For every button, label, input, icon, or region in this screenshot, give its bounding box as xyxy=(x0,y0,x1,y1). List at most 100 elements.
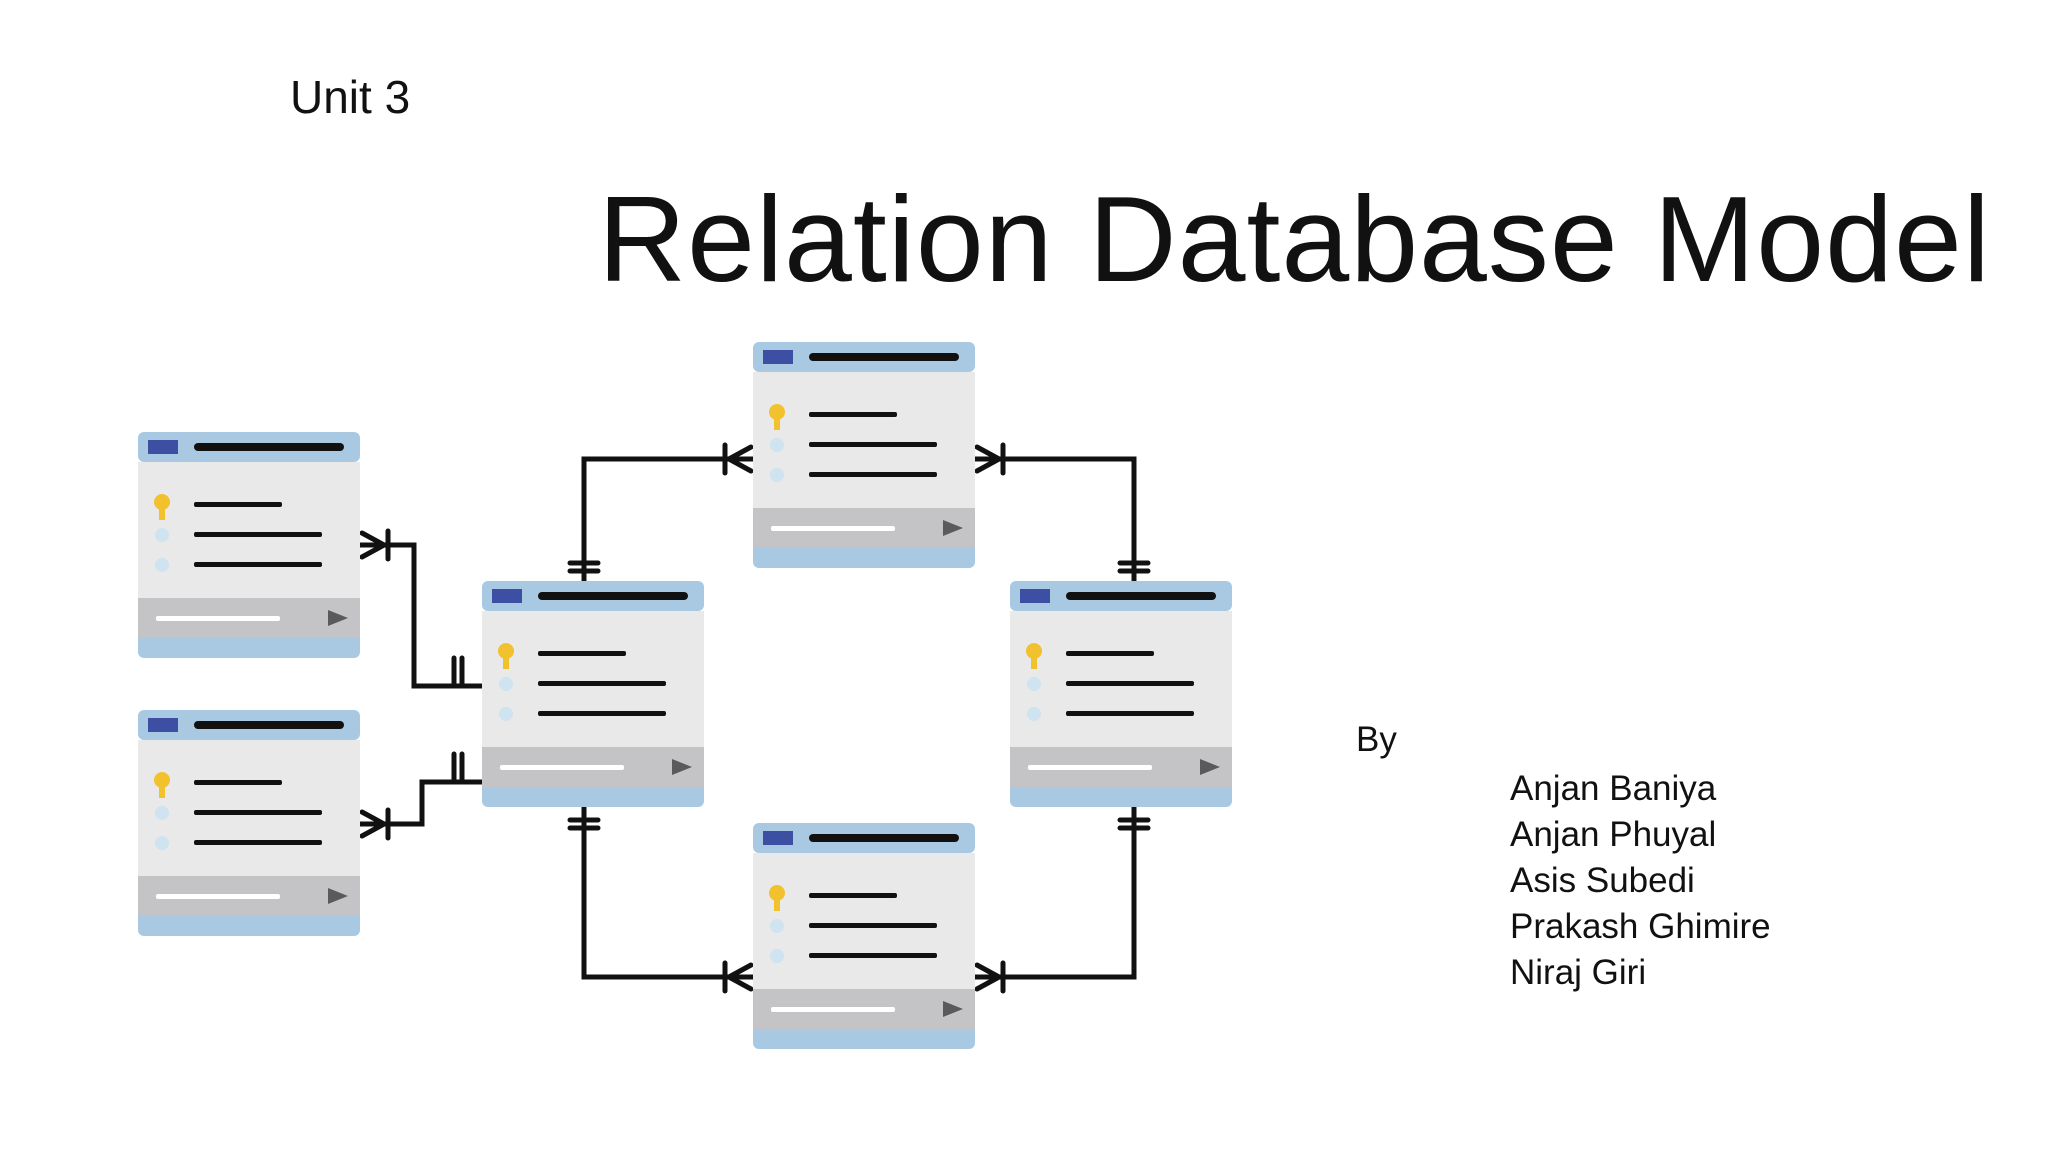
crows-foot-icon xyxy=(974,442,1006,476)
one-marker-icon xyxy=(1117,560,1151,574)
footer-scrollbar xyxy=(1028,765,1152,770)
relationship-line xyxy=(975,807,1137,980)
author-name: Anjan Phuyal xyxy=(1510,815,1717,854)
relationship-line xyxy=(581,456,753,581)
table-left-top xyxy=(138,432,360,658)
crows-foot-icon xyxy=(974,960,1006,994)
key-icon-stem xyxy=(1031,653,1037,669)
field-line xyxy=(194,780,282,785)
unit-label: Unit 3 xyxy=(290,71,411,123)
key-icon xyxy=(1026,643,1042,659)
field-line xyxy=(809,953,937,958)
field-line xyxy=(194,562,322,567)
author-name: Asis Subedi xyxy=(1510,861,1695,900)
footer-scrollbar xyxy=(156,616,280,621)
play-icon xyxy=(943,520,963,536)
field-icon xyxy=(155,836,169,850)
field-line xyxy=(1066,681,1194,686)
author-name: Niraj Giri xyxy=(1510,953,1647,992)
field-line xyxy=(194,532,322,537)
field-line xyxy=(194,840,322,845)
field-icon xyxy=(770,468,784,482)
crows-foot-icon xyxy=(722,960,754,994)
table-bottom xyxy=(753,823,975,1049)
one-marker-icon xyxy=(567,817,601,831)
entity-tables xyxy=(138,342,1232,1049)
footer-scrollbar xyxy=(771,1007,895,1012)
field-line xyxy=(809,412,897,417)
key-icon-stem xyxy=(774,895,780,911)
table-top xyxy=(753,342,975,568)
play-icon xyxy=(943,1001,963,1017)
one-marker-icon xyxy=(451,751,465,785)
table-title-bar xyxy=(538,592,688,600)
field-line xyxy=(809,442,937,447)
field-line xyxy=(809,472,937,477)
key-icon xyxy=(154,772,170,788)
field-icon xyxy=(155,806,169,820)
field-icon xyxy=(155,558,169,572)
author-name: Prakash Ghimire xyxy=(1510,907,1771,946)
footer-scrollbar xyxy=(156,894,280,899)
field-line xyxy=(1066,651,1154,656)
footer-scrollbar xyxy=(771,526,895,531)
field-icon xyxy=(499,707,513,721)
key-icon-stem xyxy=(159,782,165,798)
field-icon xyxy=(1027,677,1041,691)
play-icon xyxy=(672,759,692,775)
field-icon xyxy=(1027,707,1041,721)
table-title-bar xyxy=(194,721,344,729)
table-right xyxy=(1010,581,1232,807)
key-icon-stem xyxy=(159,504,165,520)
key-icon xyxy=(498,643,514,659)
footer-scrollbar xyxy=(500,765,624,770)
author-name: Anjan Baniya xyxy=(1510,769,1717,808)
key-icon xyxy=(769,885,785,901)
field-icon xyxy=(770,438,784,452)
field-icon xyxy=(499,677,513,691)
table-header-icon xyxy=(1020,589,1050,603)
table-header-icon xyxy=(148,440,178,454)
table-header-icon xyxy=(763,831,793,845)
crows-foot-icon xyxy=(722,442,754,476)
key-icon-stem xyxy=(503,653,509,669)
field-line xyxy=(538,651,626,656)
table-title-bar xyxy=(809,834,959,842)
field-line xyxy=(809,923,937,928)
field-line xyxy=(194,502,282,507)
table-title-bar xyxy=(1066,592,1216,600)
author-list: Anjan Baniya Anjan Phuyal Asis Subedi Pr… xyxy=(1510,766,1771,996)
table-title-bar xyxy=(809,353,959,361)
one-marker-icon xyxy=(451,655,465,689)
table-header-icon xyxy=(492,589,522,603)
field-icon xyxy=(770,919,784,933)
table-header-icon xyxy=(763,350,793,364)
key-icon xyxy=(769,404,785,420)
by-label: By xyxy=(1356,720,1397,759)
table-header-icon xyxy=(148,718,178,732)
field-line xyxy=(194,810,322,815)
key-icon xyxy=(154,494,170,510)
field-line xyxy=(809,893,897,898)
relationship-line xyxy=(975,456,1137,581)
table-title-bar xyxy=(194,443,344,451)
key-icon-stem xyxy=(774,414,780,430)
field-icon xyxy=(155,528,169,542)
play-icon xyxy=(328,888,348,904)
one-marker-icon xyxy=(1117,817,1151,831)
relationship-line xyxy=(581,807,753,980)
play-icon xyxy=(1200,759,1220,775)
table-center-left xyxy=(482,581,704,807)
field-line xyxy=(538,711,666,716)
crows-foot-icon xyxy=(359,807,391,841)
field-icon xyxy=(770,949,784,963)
relationship-lines xyxy=(359,442,1151,994)
crows-foot-icon xyxy=(359,528,391,562)
field-line xyxy=(538,681,666,686)
one-marker-icon xyxy=(567,560,601,574)
field-line xyxy=(1066,711,1194,716)
play-icon xyxy=(328,610,348,626)
table-left-bottom xyxy=(138,710,360,936)
